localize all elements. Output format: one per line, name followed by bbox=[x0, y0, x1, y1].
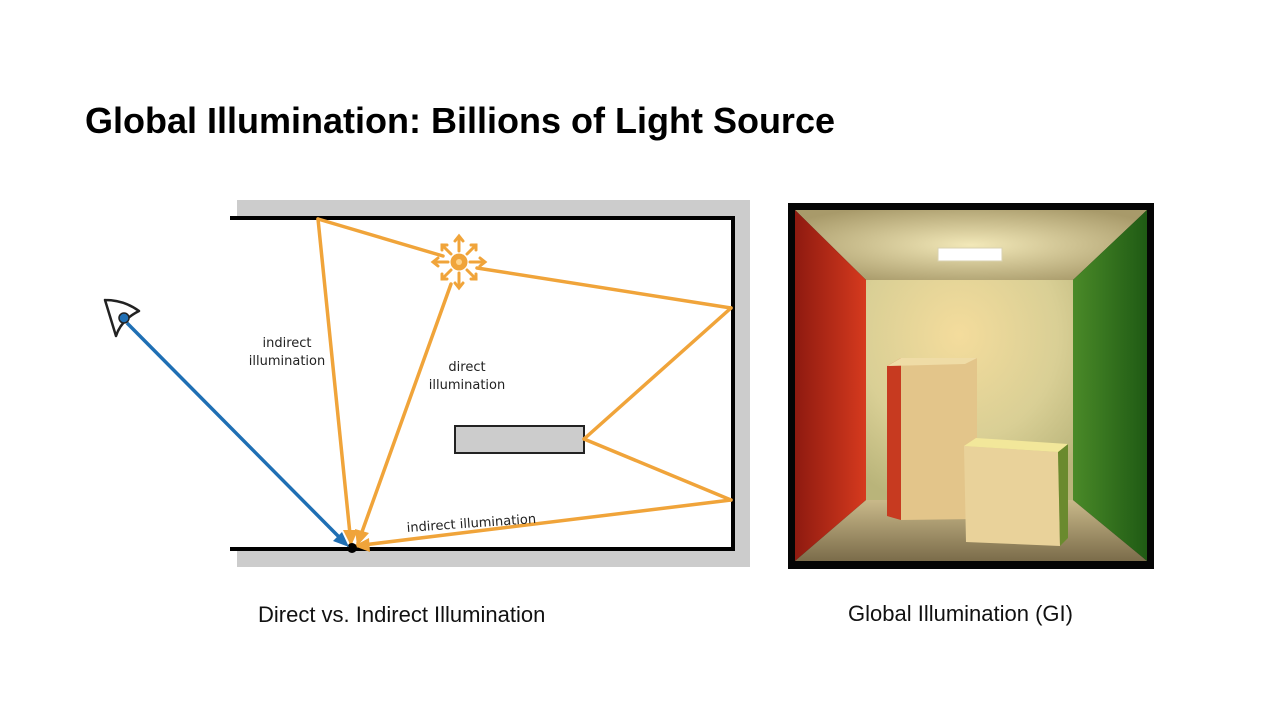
path-direct bbox=[356, 282, 453, 545]
ceiling bbox=[795, 210, 1147, 280]
path-right-upper-to-box bbox=[582, 306, 733, 441]
arrowhead-indirect-left bbox=[343, 530, 358, 546]
view-ray-arrowhead bbox=[333, 532, 349, 547]
left-wall bbox=[795, 210, 866, 561]
direct-indirect-diagram: indirect illumination direct illuminatio… bbox=[103, 200, 750, 567]
tall-box bbox=[887, 358, 977, 520]
label-direct-2: illumination bbox=[429, 378, 505, 393]
path-right-lower-to-floor bbox=[353, 498, 733, 548]
arrowheads bbox=[343, 529, 370, 552]
light-paths bbox=[316, 217, 733, 548]
caption-global-illumination: Global Illumination (GI) bbox=[848, 601, 1073, 626]
eye-icon bbox=[103, 298, 141, 338]
short-box bbox=[964, 438, 1068, 546]
ceiling-light bbox=[937, 247, 1003, 262]
light-source-icon bbox=[430, 233, 488, 291]
path-light-to-right-upper bbox=[475, 266, 733, 310]
label-indirect-left-2: illumination bbox=[249, 354, 325, 369]
label-indirect-left-1: indirect bbox=[262, 336, 311, 351]
slide-title: Global Illumination: Billions of Light S… bbox=[85, 100, 835, 141]
caption-direct-indirect: Direct vs. Indirect Illumination bbox=[258, 602, 546, 627]
arrowhead-direct bbox=[355, 529, 369, 546]
path-light-to-ceiling bbox=[316, 217, 445, 258]
label-direct-1: direct bbox=[448, 360, 485, 375]
path-ceiling-to-floor bbox=[316, 217, 353, 546]
right-wall-green bbox=[1073, 210, 1147, 561]
view-ray bbox=[125, 321, 344, 542]
path-box-to-right-lower bbox=[582, 437, 733, 502]
arrowhead-indirect-bottom bbox=[354, 538, 370, 552]
hit-point bbox=[347, 543, 357, 553]
occluder-box bbox=[454, 425, 585, 454]
cornell-box-render bbox=[788, 203, 1154, 569]
diagram-room bbox=[230, 218, 733, 549]
